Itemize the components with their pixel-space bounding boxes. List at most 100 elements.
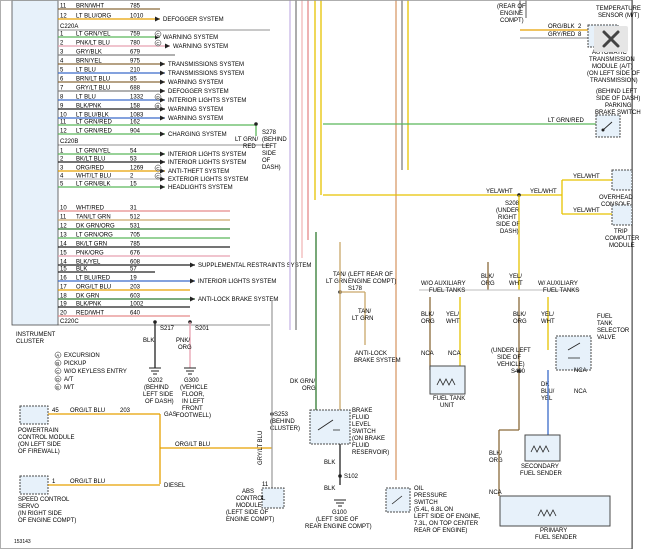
option-badge [154, 102, 162, 110]
s400-dot [517, 369, 521, 373]
cluster-circuit-number: 15 [130, 182, 137, 188]
yel-wht-right: YEL/WHT [530, 189, 557, 195]
s400-text-2: SIDE OF [497, 355, 521, 361]
arrow-right-icon [160, 159, 165, 165]
cluster-wire-color: PNK/LT BLU [76, 41, 110, 47]
cluster-pin-number: 3 [60, 166, 64, 172]
cluster-circuit-number: 85 [130, 77, 137, 83]
legend-key: C [56, 369, 60, 374]
speed-servo-box [19, 475, 49, 495]
cluster-circuit-number: 162 [130, 120, 141, 126]
secondary-sender-box [524, 434, 561, 462]
s278-text-4: OF [262, 158, 271, 164]
legend-badge [54, 359, 62, 367]
g100-ground-icon [334, 499, 346, 507]
s278-dot [254, 122, 258, 126]
fuel-tank-unit-box [429, 365, 466, 395]
brake-fluid-3: LEVEL [352, 422, 371, 428]
secondary-sender-resistor [530, 445, 550, 453]
cluster-wire-color: BLK/YEL [76, 260, 101, 266]
cluster-circuit-number: 780 [130, 41, 141, 47]
cluster-pin-number: 11 [60, 4, 67, 10]
s253-label: S253 [274, 412, 289, 418]
legend-badge [54, 375, 62, 383]
arrow-right-icon [190, 278, 195, 284]
secondary-sender-1: SECONDARY [521, 464, 559, 470]
cluster-destination: DEFOGGER SYSTEM [163, 17, 224, 23]
diagram-id: 153143 [14, 539, 31, 545]
cluster-destination: ANTI-LOCK BRAKE SYSTEM [198, 297, 278, 303]
arrow-right-icon [160, 168, 165, 174]
yel-wht-console-2: YEL/WHT [573, 208, 600, 214]
abs-3: MODULE [236, 503, 262, 509]
cluster-wire-color: LT GRN/BLK [76, 182, 110, 188]
tm-line-1: AUTOMATIC [592, 50, 627, 56]
legend-key: D [56, 377, 60, 382]
cluster-wire-color: GRY/BLK [76, 50, 102, 56]
cluster-destination: CHARGING SYSTEM [168, 132, 227, 138]
arrow-right-icon [160, 88, 165, 94]
arrow-right-icon [160, 131, 165, 137]
cluster-pin-number: 4 [60, 174, 64, 180]
pcm-4: OF FIREWALL) [18, 449, 60, 455]
oil-pressure-3: SWITCH [414, 500, 438, 506]
overhead-console-1: OVERHEAD [599, 195, 633, 201]
cluster-pin-number: 18 [60, 294, 67, 300]
cluster-wire-color: LT GRN/RED [76, 120, 112, 126]
s178-text-2: ENGINE COMPT) [348, 279, 396, 285]
cluster-circuit-number: 785 [130, 242, 141, 248]
cluster-destination: EXTERIOR LIGHTS SYSTEM [168, 177, 248, 183]
cluster-label-1: INSTRUMENT [16, 332, 56, 338]
trip-computer-1: TRIP [614, 229, 628, 235]
arrow-right-icon [160, 184, 165, 190]
cluster-circuit-number: 2 [130, 174, 134, 180]
s208-text-1: (UNDER [496, 208, 520, 214]
cluster-wire-color: LT BLU [76, 68, 96, 74]
close-button[interactable] [594, 26, 628, 52]
parking-brake-line-1: (BEHIND LEFT [596, 89, 637, 95]
org-lt-blu-s253: ORG/LT BLU [175, 442, 210, 448]
cluster-destination: WARNING SYSTEM [173, 44, 228, 50]
cluster-pin-number: 3 [60, 50, 64, 56]
abs-module-box [261, 487, 285, 509]
legend-key: B [56, 361, 59, 366]
arrow-right-icon [190, 296, 195, 302]
cluster-circuit-number: 679 [130, 50, 141, 56]
legend-text: W/O KEYLESS ENTRY [64, 369, 127, 375]
option-badge-letter: C [156, 32, 160, 37]
option-badge-letter: B [156, 104, 159, 109]
brake-fluid-4: SWITCH [352, 429, 376, 435]
cluster-wire-color: DK GRN/ORG [76, 224, 115, 230]
cluster-destination: TRANSMISSIONS SYSTEM [168, 71, 244, 77]
speed-servo-2: SERVO [18, 504, 39, 510]
cluster-destination: INTERIOR LIGHTS SYSTEM [168, 98, 246, 104]
trip-computer-2: COMPUTER [605, 236, 640, 242]
cluster-wire-color: ORG/RED [76, 166, 105, 172]
w-yel-wht-2: WHT [541, 319, 555, 325]
option-badge [154, 39, 162, 47]
legend-key: E [56, 385, 59, 390]
cluster-wire-color: BRN/WHT [76, 4, 104, 10]
cluster-pin-number: 12 [60, 129, 67, 135]
cluster-pin-number: 7 [60, 86, 64, 92]
parking-brake-line-3: PARKING [605, 103, 632, 109]
cluster-circuit-number: 705 [130, 233, 141, 239]
servo-wire-color: ORG/LT BLU [70, 479, 105, 485]
cluster-wire-color: BK/LT BLU [76, 157, 105, 163]
cluster-circuit-number: 975 [130, 59, 141, 65]
wo-aux-1: W/O AUXILIARY [421, 281, 466, 287]
brake-fluid-6: FLUID [352, 443, 370, 449]
oil-pressure-contact [391, 495, 403, 505]
pcm-box [19, 405, 49, 425]
cluster-circuit-number: 785 [130, 4, 141, 10]
g100-text-1: (LEFT SIDE OF [316, 517, 359, 523]
cluster-pin-number: 12 [60, 224, 67, 230]
